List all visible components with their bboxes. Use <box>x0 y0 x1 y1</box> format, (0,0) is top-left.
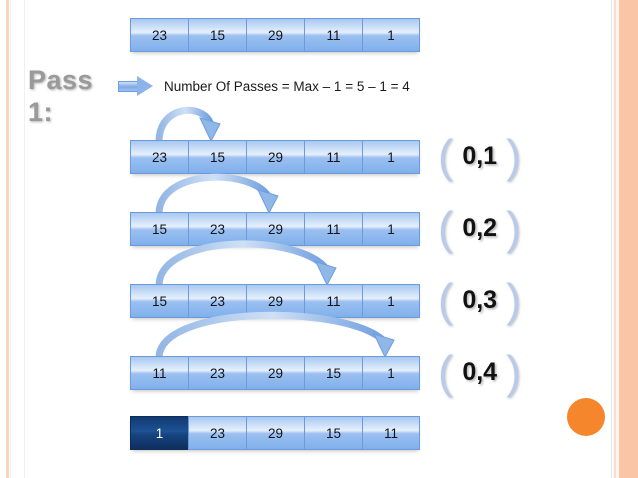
index-pair-text: 0,4 <box>462 357 498 386</box>
index-pair-label: (0,2) <box>438 205 521 251</box>
array-cell: 23 <box>130 140 188 174</box>
index-pair-text: 0,1 <box>462 141 498 170</box>
array-cell: 1 <box>362 140 420 174</box>
left-edge-accent-thin <box>10 0 11 478</box>
array-cell: 1 <box>362 356 420 390</box>
index-pair-label: (0,1) <box>438 133 521 179</box>
swap-arc-arrow-icon <box>155 106 221 146</box>
array-cell: 29 <box>246 212 304 246</box>
bracket-close-icon: ) <box>506 346 522 398</box>
array-cell: 23 <box>130 18 188 52</box>
array-cell: 23 <box>188 212 246 246</box>
array-cell: 11 <box>304 212 362 246</box>
array-cell: 29 <box>246 416 304 450</box>
left-edge-hairline <box>24 0 25 478</box>
index-pair-label: (0,3) <box>438 277 521 323</box>
array-cell: 15 <box>130 212 188 246</box>
array-cell: 29 <box>246 356 304 390</box>
array-cell: 11 <box>304 284 362 318</box>
array-cell: 15 <box>304 416 362 450</box>
array-cell: 11 <box>362 416 420 450</box>
index-pair-text: 0,3 <box>462 285 498 314</box>
page-title: Pass 1: <box>28 65 94 127</box>
array-cell: 11 <box>130 356 188 390</box>
array-cell: 15 <box>188 140 246 174</box>
right-edge-hairline <box>611 0 612 478</box>
array-cell: 1 <box>130 416 188 450</box>
bracket-open-icon: ( <box>438 130 454 182</box>
array-cell: 1 <box>362 212 420 246</box>
orange-circle-decoration <box>567 398 605 436</box>
left-edge-margin <box>0 0 4 478</box>
bracket-open-icon: ( <box>438 274 454 326</box>
array-cell: 11 <box>304 140 362 174</box>
right-edge-gap <box>616 0 619 478</box>
array-cell: 11 <box>304 18 362 52</box>
bracket-open-icon: ( <box>438 346 454 398</box>
array-cell: 15 <box>130 284 188 318</box>
array-cell: 23 <box>188 284 246 318</box>
array-cell: 1 <box>362 18 420 52</box>
array-cell: 15 <box>304 356 362 390</box>
right-edge-accent-band <box>619 0 638 478</box>
array-cell: 1 <box>362 284 420 318</box>
index-pair-text: 0,2 <box>462 213 498 242</box>
index-pair-label: (0,4) <box>438 349 521 395</box>
array-cell: 15 <box>188 18 246 52</box>
bracket-close-icon: ) <box>506 202 522 254</box>
array-cell: 23 <box>188 416 246 450</box>
passes-note: Number Of Passes = Max – 1 = 5 – 1 = 4 <box>118 76 410 96</box>
array-cell: 23 <box>188 356 246 390</box>
bracket-open-icon: ( <box>438 202 454 254</box>
bracket-close-icon: ) <box>506 274 522 326</box>
bracket-close-icon: ) <box>506 130 522 182</box>
array-cell: 29 <box>246 284 304 318</box>
array-cell: 29 <box>246 18 304 52</box>
left-edge-accent-bar <box>6 0 9 478</box>
passes-note-text: Number Of Passes = Max – 1 = 5 – 1 = 4 <box>164 78 410 94</box>
right-edge-accent-thin <box>614 0 616 478</box>
block-arrow-right-icon <box>118 76 154 96</box>
array-cell: 29 <box>246 140 304 174</box>
